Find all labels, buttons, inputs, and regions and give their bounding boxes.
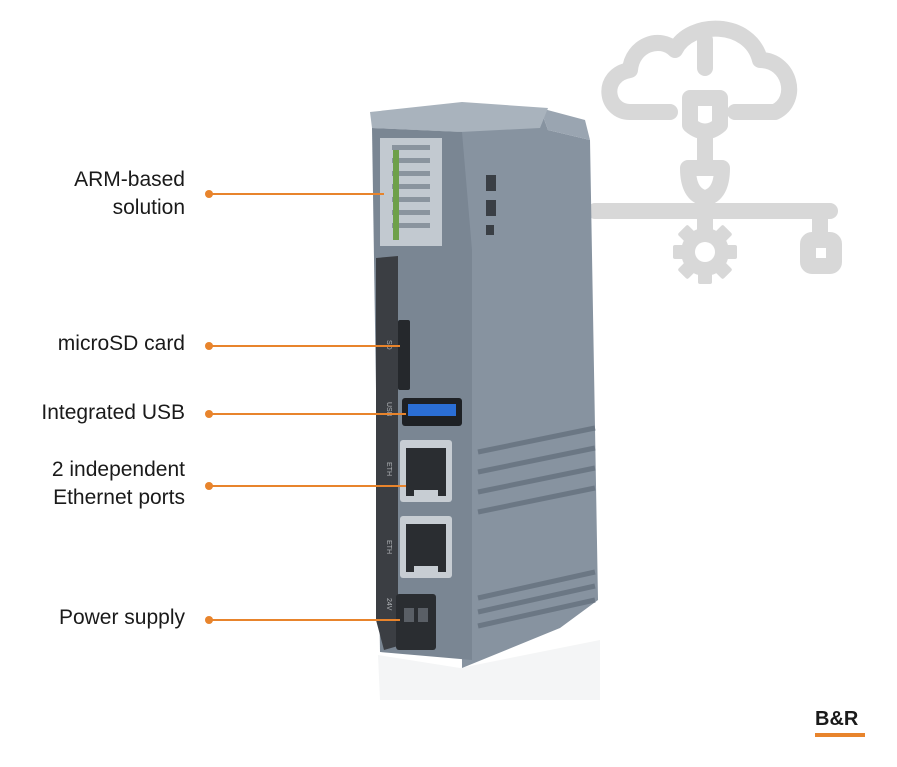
callout-power-label: Power supply — [58, 606, 185, 629]
network-node-icon — [800, 232, 842, 274]
device-side-panel — [460, 108, 598, 668]
power-connector — [396, 594, 436, 650]
callout-ethernet-dot — [205, 482, 213, 490]
callout-ethernet-line — [210, 485, 406, 487]
eth1-marking: ETH — [385, 462, 392, 476]
brand-logo: B&R — [815, 708, 859, 730]
callout-arm-dot — [205, 190, 213, 198]
callout-arm-label: ARM-based solution — [74, 168, 185, 219]
brand-underline — [815, 733, 865, 737]
ethernet-port-1 — [400, 440, 452, 502]
callout-usb-line — [210, 413, 406, 415]
status-led-panel — [380, 138, 442, 246]
callout-microsd-line — [210, 345, 400, 347]
callout-microsd-label: microSD card — [57, 332, 185, 355]
callout-power-line — [210, 619, 400, 621]
device-top — [370, 102, 548, 132]
callout-usb-label: Integrated USB — [41, 401, 185, 424]
cloud-icon — [601, 20, 798, 120]
gear-icon — [673, 220, 737, 284]
callout-ethernet-label: 2 independent Ethernet ports — [51, 458, 185, 509]
callout-microsd-dot — [205, 342, 213, 350]
callout-arm-line — [210, 193, 384, 195]
ethernet-port-2 — [400, 516, 452, 578]
power-marking: 24V — [385, 598, 392, 611]
callout-power-dot — [205, 616, 213, 624]
microsd-slot — [398, 320, 410, 390]
eth2-marking: ETH — [385, 540, 392, 554]
callout-usb-dot — [205, 410, 213, 418]
